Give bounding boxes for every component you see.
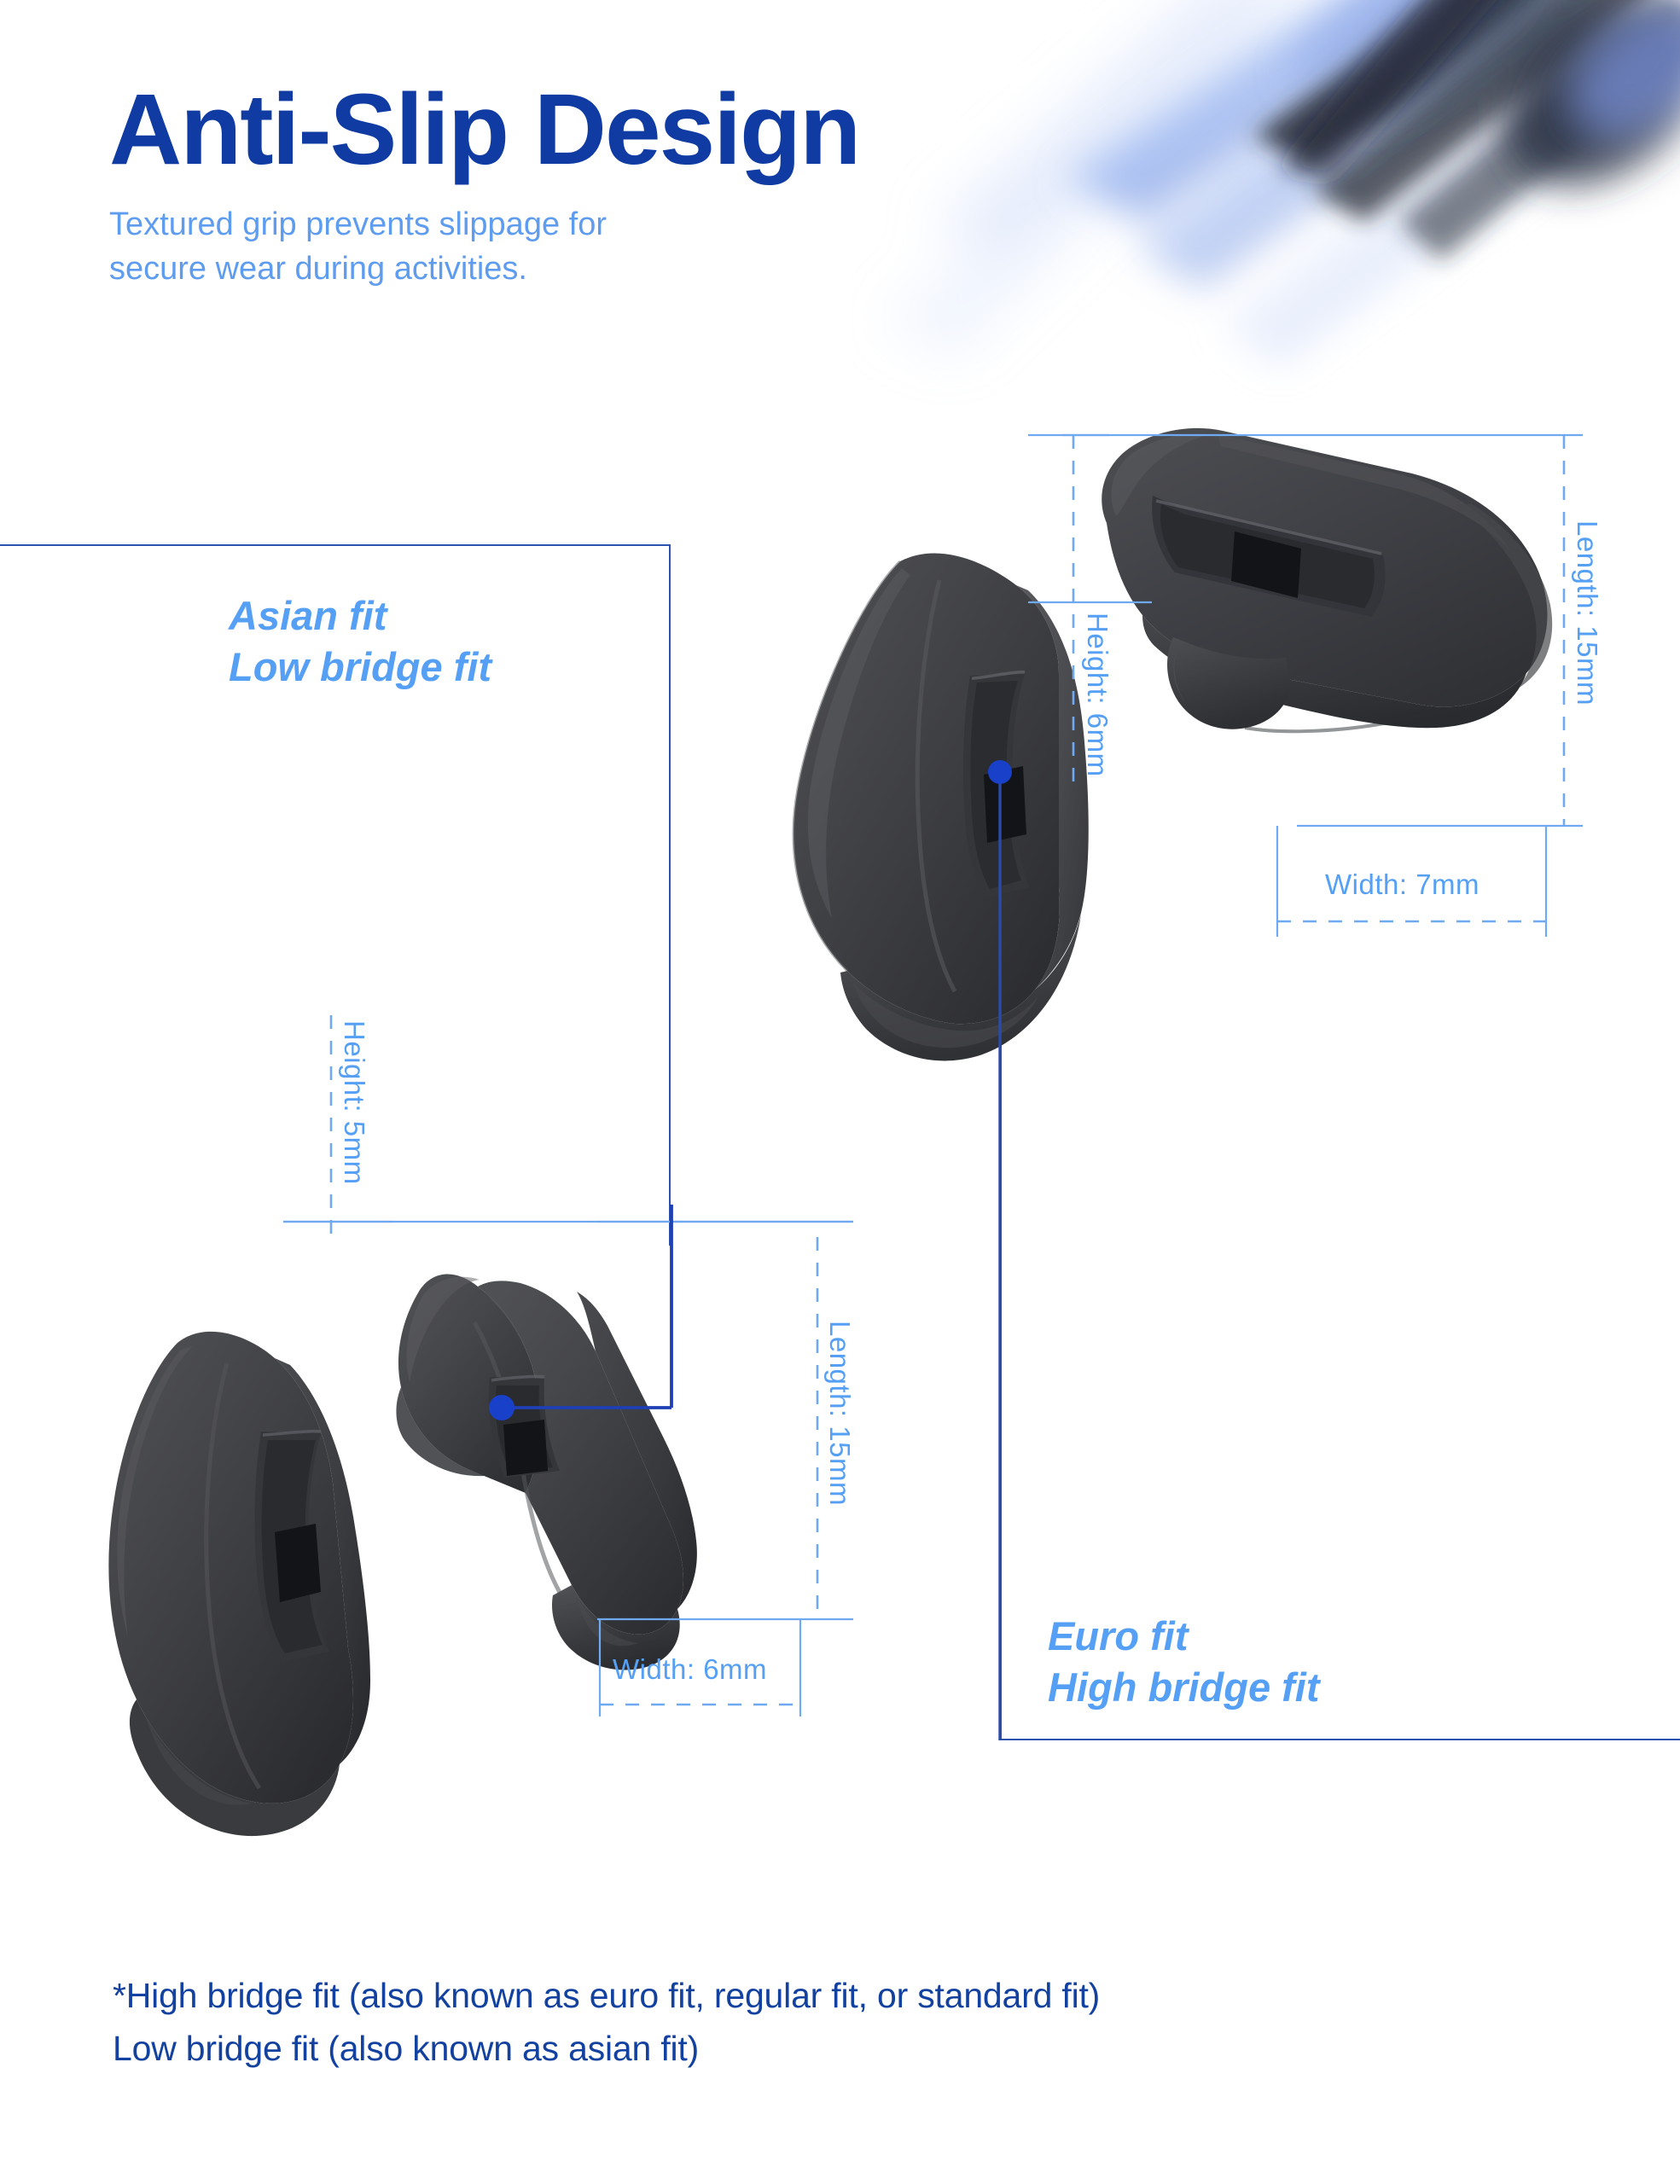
asian-fit-label: Asian fit Low bridge fit <box>229 593 492 690</box>
euro-height-label: Height: 6mm <box>1082 613 1113 777</box>
euro-width-label: Width: 7mm <box>1325 868 1480 900</box>
nose-pad-euro-side <box>1071 422 1566 798</box>
page-title: Anti-Slip Design <box>109 73 861 186</box>
asian-height-label: Height: 5mm <box>339 1020 370 1185</box>
nose-pad-asian-front <box>367 1211 759 1689</box>
asian-width-label: Width: 6mm <box>613 1653 768 1685</box>
nose-pad-asian-side <box>77 1314 418 1868</box>
header-block: Anti-Slip Design Textured grip prevents … <box>109 78 1133 291</box>
page-subtitle: Textured grip prevents slippage for secu… <box>109 206 607 287</box>
nose-pad-euro-front <box>772 546 1139 1143</box>
euro-length-label: Length: 15mm <box>1572 520 1603 706</box>
fit-terminology-footnote: *High bridge fit (also known as euro fit… <box>113 1976 1101 2069</box>
euro-fit-label: Euro fit High bridge fit <box>1048 1613 1320 1711</box>
asian-length-label: Length: 15mm <box>824 1321 856 1506</box>
